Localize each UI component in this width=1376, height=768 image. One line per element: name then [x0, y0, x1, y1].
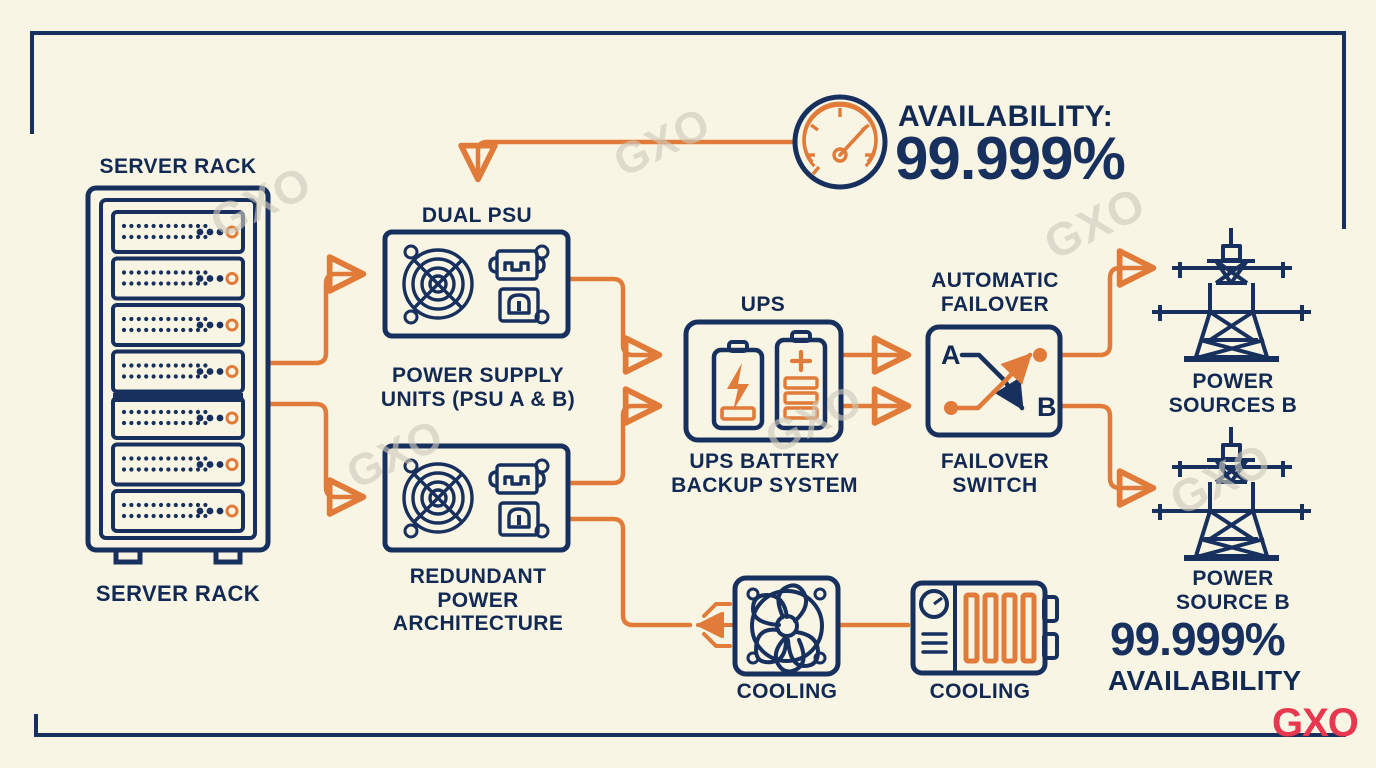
label-power-sources-b: POWER SOURCES B — [1168, 370, 1298, 417]
connector-failover-to-tower-a — [1057, 248, 1157, 358]
label-cooling-fan: COOLING — [736, 680, 838, 703]
cooling-fan-icon — [732, 575, 841, 677]
server-unit — [111, 349, 245, 394]
server-unit — [111, 256, 245, 301]
availability-top-value: 99.999% — [895, 125, 1126, 192]
label-failover-switch: FAILOVER SWITCH — [940, 450, 1050, 497]
server-unit — [111, 210, 245, 254]
server-unit — [111, 303, 245, 347]
connector-psu-b-to-cooling — [565, 516, 693, 628]
label-automatic-failover: AUTOMATIC FAILOVER — [931, 269, 1059, 316]
frame-bracket-top-left — [30, 31, 1346, 134]
gauge-icon — [792, 94, 888, 190]
availability-top-caption: AVAILABILITY: — [898, 100, 1114, 133]
lightning-bolt-icon — [727, 363, 749, 411]
server-unit — [111, 442, 245, 487]
label-redundant-power-architecture: REDUNDANT POWER ARCHITECTURE — [392, 565, 564, 636]
switch-output-dot — [1033, 348, 1047, 362]
cooling-radiator-icon — [910, 580, 1059, 676]
server-unit — [111, 396, 245, 440]
label-switch-a: A — [941, 340, 961, 370]
connector-psu-a-to-ups — [565, 276, 663, 375]
label-server-rack-bottom: SERVER RACK — [95, 581, 261, 606]
connector-failover-to-tower-b — [1057, 403, 1157, 508]
radiator-fins — [963, 592, 1037, 664]
frame-bracket-bottom-left — [34, 714, 1346, 737]
transmission-tower-b-icon — [1152, 427, 1311, 561]
airflow-arrow-top — [702, 602, 732, 618]
airflow-arrow-bottom — [702, 632, 732, 648]
label-dual-psu: DUAL PSU — [421, 204, 533, 227]
connector-gauge-to-psu — [458, 139, 798, 183]
power-supply-unit-a-icon — [382, 229, 571, 339]
label-switch-b: B — [1037, 392, 1057, 422]
server-rack-icon — [85, 185, 271, 565]
label-ups: UPS — [740, 293, 786, 316]
plus-icon — [789, 349, 813, 373]
fan-blades — [751, 583, 820, 674]
label-power-source-b: POWER SOURCE B — [1175, 567, 1291, 614]
rack-units — [111, 210, 245, 533]
label-cooling-radiator: COOLING — [929, 680, 1031, 703]
ups-battery-1 — [711, 340, 765, 431]
failover-switch-icon — [925, 324, 1063, 438]
gxo-logo: GXO — [1272, 701, 1359, 745]
power-supply-unit-b-icon — [382, 443, 571, 553]
connector-group — [265, 139, 1157, 628]
transmission-tower-a-icon — [1152, 228, 1311, 362]
connector-rack-to-psu-a — [265, 254, 367, 366]
server-unit — [111, 489, 245, 533]
switch-path-b-to-a — [949, 352, 1033, 411]
cooling-airflow-arrows — [695, 602, 735, 648]
switch-input-dot — [944, 401, 958, 415]
connector-rack-to-psu-b — [265, 401, 367, 517]
switch-path-a-to-b — [959, 352, 1025, 411]
connector-psu-b-to-ups — [565, 386, 663, 486]
ups-battery-2 — [774, 330, 828, 431]
label-ups-battery-backup: UPS BATTERY BACKUP SYSTEM — [671, 450, 858, 497]
label-power-supply-units: POWER SUPPLY UNITS (PSU A & B) — [380, 364, 576, 411]
ups-battery-icon — [683, 319, 844, 443]
availability-bottom-caption: AVAILABILITY — [1108, 665, 1302, 696]
availability-bottom-value: 99.999% — [1110, 613, 1286, 665]
label-server-rack-top: SERVER RACK — [99, 155, 257, 178]
